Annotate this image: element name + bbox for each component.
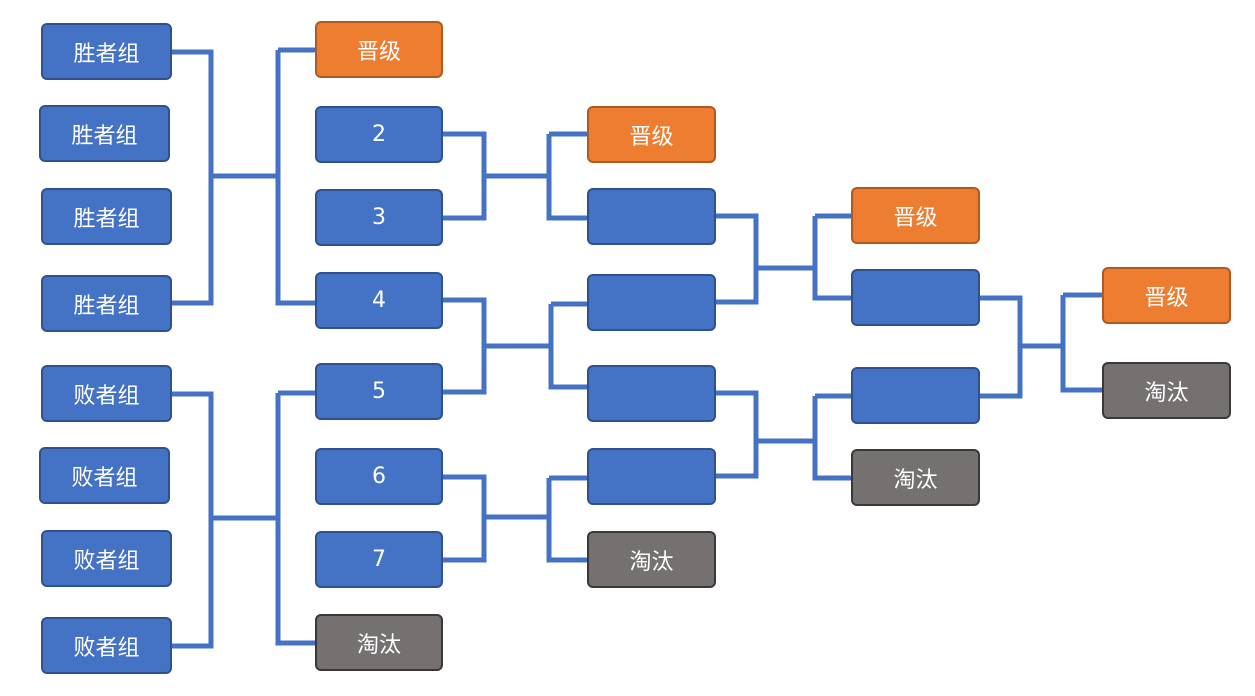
connector-match-6-7: [442, 474, 588, 563]
round2-match-box-1[interactable]: [587, 188, 716, 245]
winners-group-box-4[interactable]: 胜者组: [41, 275, 172, 332]
losers-group-box-4[interactable]: 败者组: [41, 617, 172, 674]
round2-match-box-3[interactable]: [587, 365, 716, 422]
winners-group-box-2[interactable]: 胜者组: [39, 105, 170, 162]
round2-advance-box[interactable]: 晋级: [587, 106, 716, 163]
winners-group-box-1[interactable]: 胜者组: [41, 23, 172, 80]
losers-group-box-1[interactable]: 败者组: [41, 365, 172, 422]
connector-match-4-5: [442, 297, 588, 395]
round1-eliminated-box[interactable]: 淘汰: [315, 614, 443, 671]
round3-match-box-1[interactable]: [851, 269, 980, 326]
round1-match-7[interactable]: 7: [315, 531, 443, 588]
round1-advance-box[interactable]: 晋级: [315, 21, 443, 78]
connector-losers-group: [171, 390, 316, 649]
round2-match-box-2[interactable]: [587, 274, 716, 331]
round1-match-3[interactable]: 3: [315, 189, 443, 246]
round1-match-5[interactable]: 5: [315, 363, 443, 420]
winners-group-box-3[interactable]: 胜者组: [41, 188, 172, 245]
connector-winners-group: [171, 47, 316, 306]
connector-match-2-3: [442, 131, 588, 221]
round3-match-box-2[interactable]: [851, 367, 980, 424]
round1-match-2[interactable]: 2: [315, 106, 443, 163]
round4-eliminated-box[interactable]: 淘汰: [1102, 362, 1231, 419]
round3-advance-box[interactable]: 晋级: [851, 187, 980, 244]
round2-eliminated-box[interactable]: 淘汰: [587, 531, 716, 588]
round3-eliminated-box[interactable]: 淘汰: [851, 449, 980, 506]
losers-group-box-2[interactable]: 败者组: [39, 447, 170, 504]
round1-match-6[interactable]: 6: [315, 448, 443, 505]
connector-round2-top: [715, 213, 852, 305]
connector-round2-bottom: [715, 390, 852, 481]
losers-group-box-3[interactable]: 败者组: [41, 530, 172, 587]
round4-advance-box[interactable]: 晋级: [1102, 267, 1231, 324]
connector-round3: [978, 292, 1103, 399]
round1-match-4[interactable]: 4: [315, 272, 443, 329]
round2-match-box-4[interactable]: [587, 448, 716, 505]
